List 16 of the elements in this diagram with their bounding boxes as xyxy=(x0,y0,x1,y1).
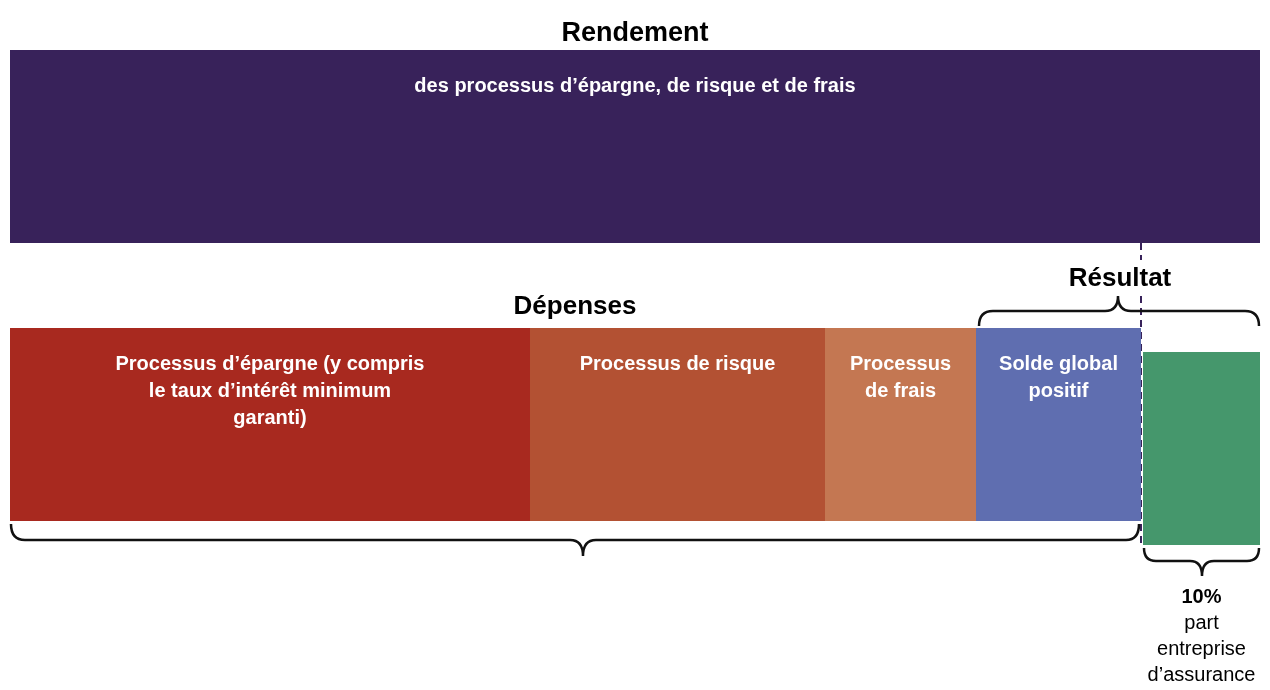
group-label: Résultat xyxy=(1067,261,1173,294)
income-bar xyxy=(10,50,1260,243)
segment-label: Processus d’épargne (y compris le taux d’intérêt minimum garanti) xyxy=(114,351,426,430)
share-caption: part entreprise d’assurance xyxy=(1146,610,1257,687)
expense-segment xyxy=(825,328,976,521)
segment-label: Processus de frais xyxy=(848,351,953,403)
expense-segment xyxy=(530,328,825,521)
segment-label: Solde global positif xyxy=(998,351,1119,403)
share-caption: 10% xyxy=(1181,584,1222,609)
group-label: Dépenses xyxy=(512,289,638,322)
segment-label: Processus de risque xyxy=(579,351,776,376)
result-segment xyxy=(976,328,1141,521)
share-bar xyxy=(1143,352,1260,545)
diagram-title: Rendement xyxy=(560,16,710,49)
segment-label: des processus d’épargne, de risque et de frais xyxy=(414,73,856,98)
expense-segment xyxy=(10,328,530,521)
